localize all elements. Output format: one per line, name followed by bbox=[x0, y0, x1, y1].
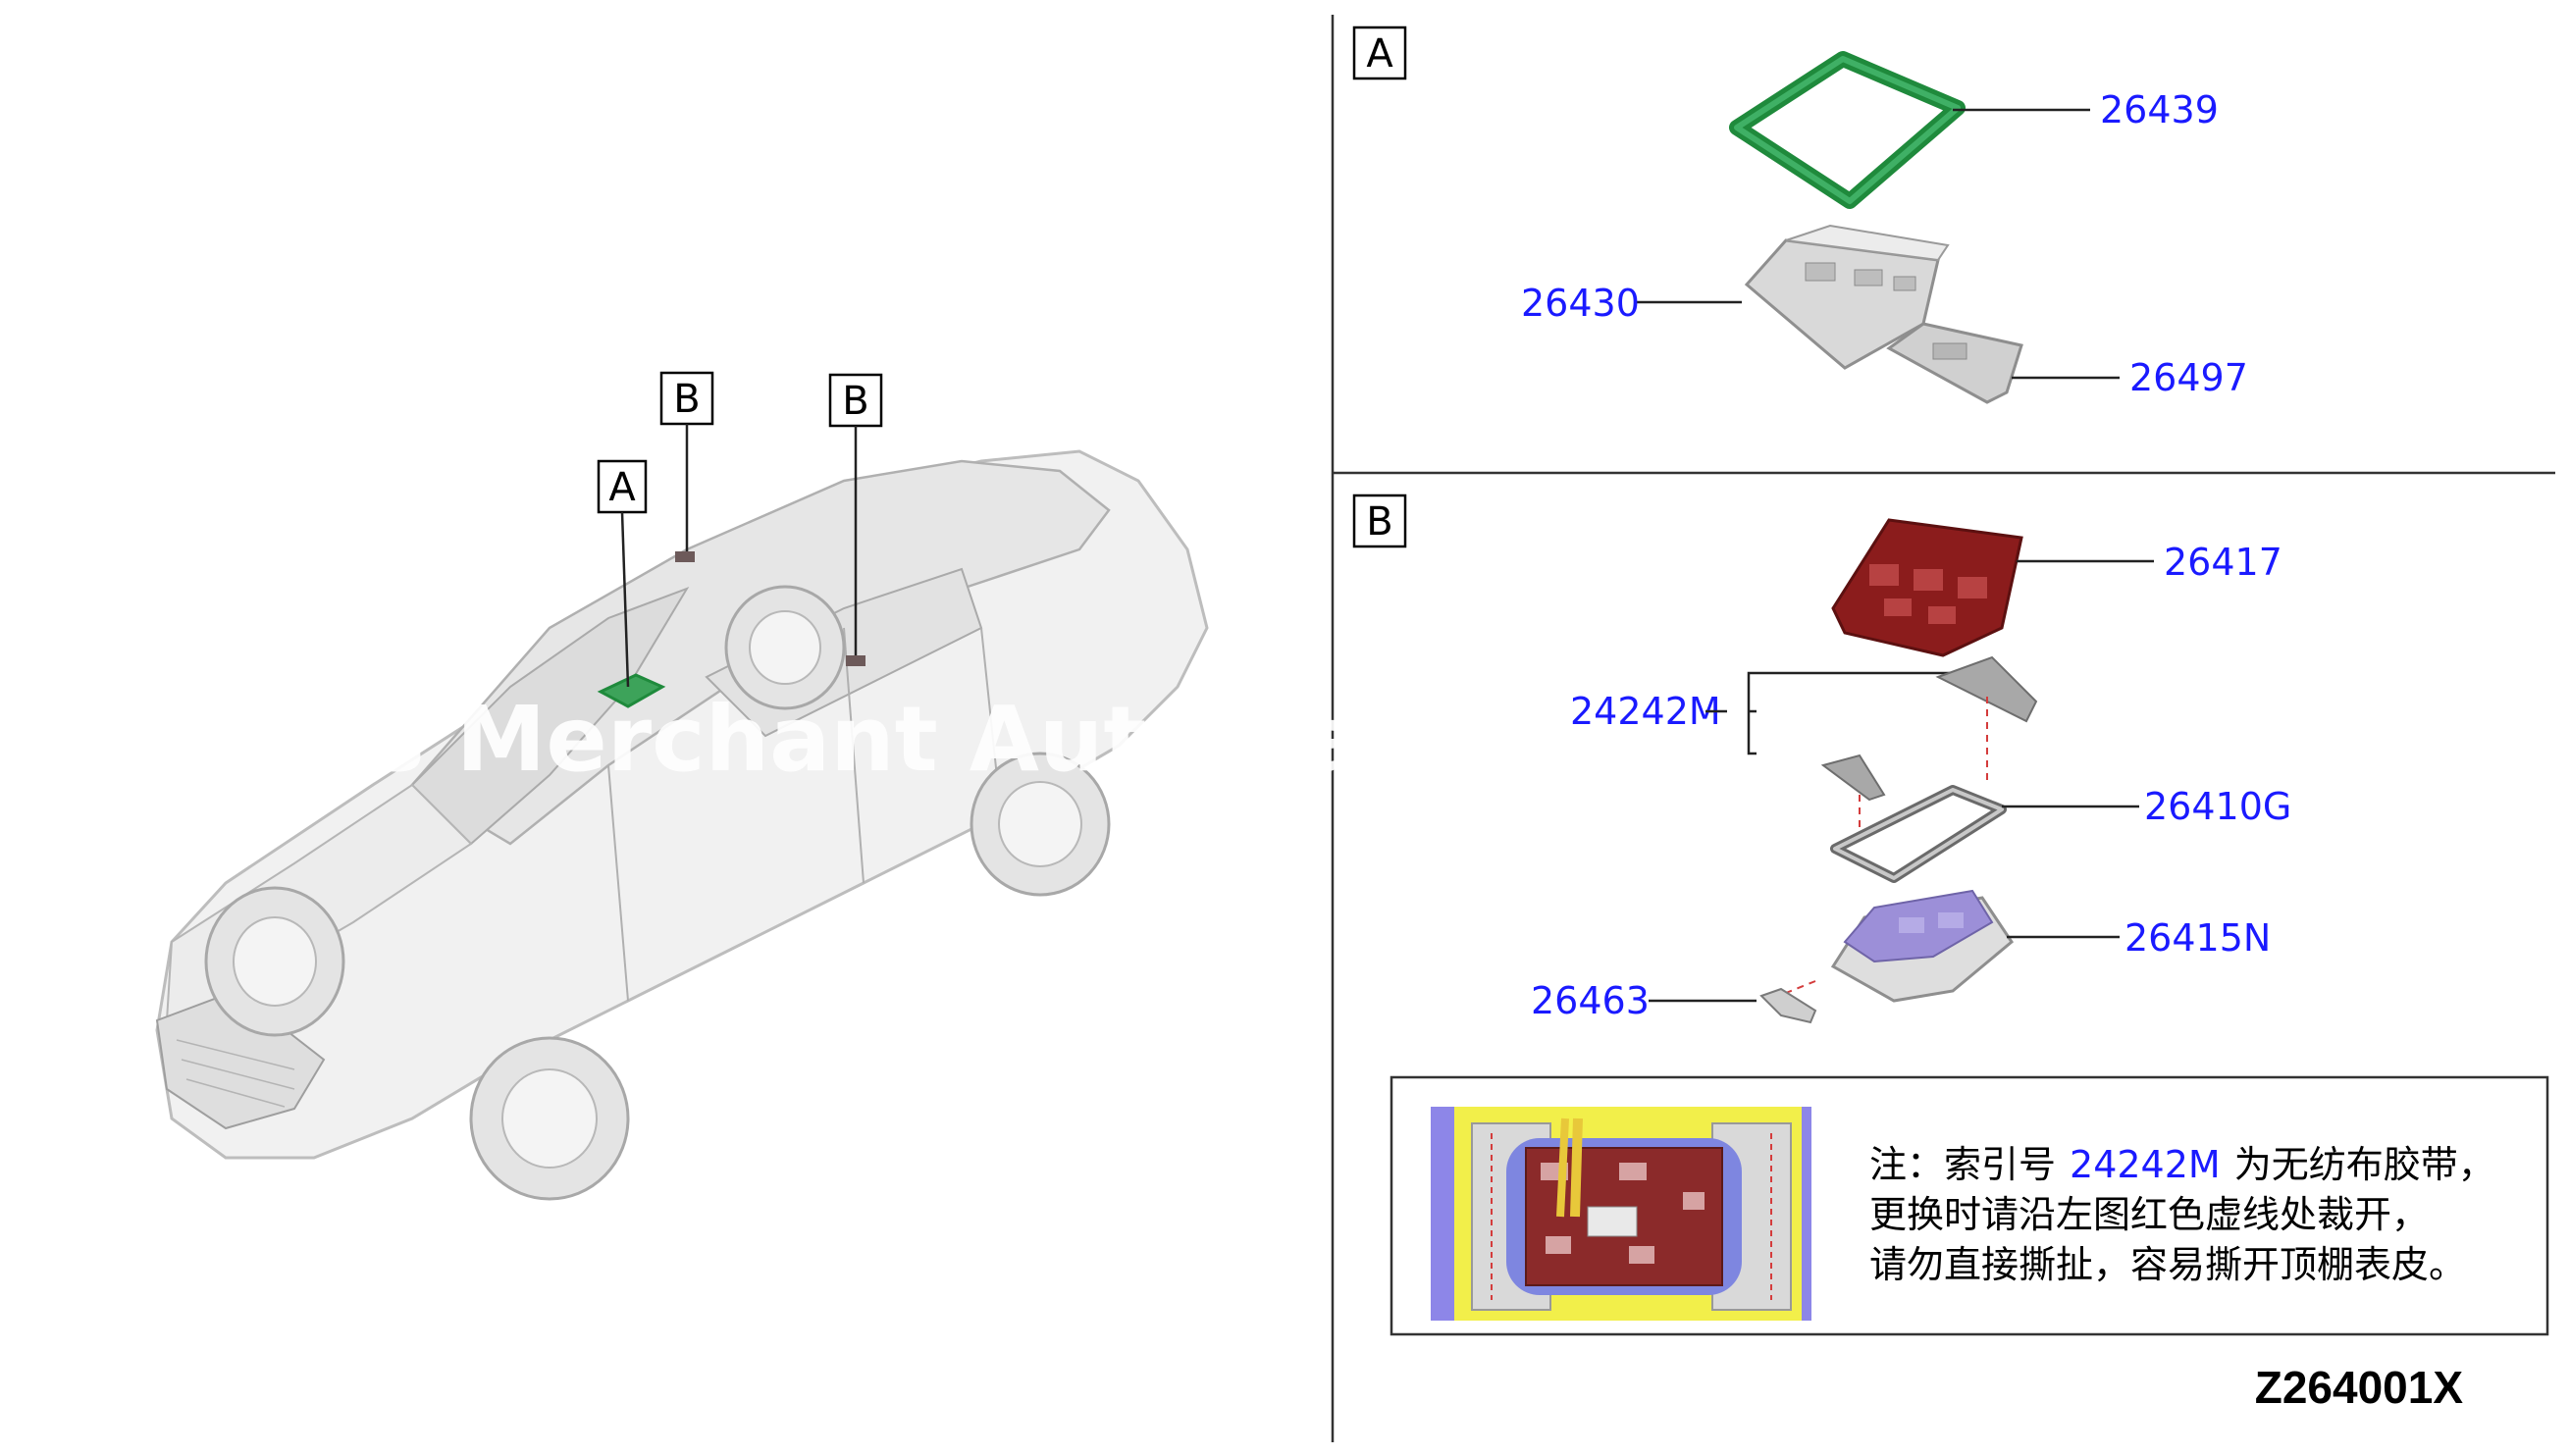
part-number-26497: 26497 bbox=[2129, 356, 2248, 399]
part-number-24242M: 24242M bbox=[1570, 690, 1721, 733]
part-number-26417: 26417 bbox=[2164, 541, 2282, 584]
overview-callout-a: A bbox=[597, 459, 648, 688]
part-number-26463: 26463 bbox=[1531, 979, 1650, 1022]
part-24242M-tape bbox=[1820, 655, 2038, 802]
svg-text:A: A bbox=[608, 465, 636, 510]
part-26497-lens bbox=[1886, 322, 2023, 404]
section-a-label-box bbox=[1352, 26, 1407, 80]
part-26439-frame bbox=[1729, 51, 1966, 209]
svg-text:B: B bbox=[673, 377, 700, 422]
note-line-2: 更换时请沿左图红色虚线处裁开， bbox=[1869, 1193, 2429, 1236]
watermark-text: s Merchant Auto Pa bbox=[371, 687, 1365, 792]
part-number-26439: 26439 bbox=[2100, 88, 2219, 131]
section-a-label: A bbox=[1366, 31, 1393, 77]
part-number-26430: 26430 bbox=[1521, 282, 1640, 325]
overview-callout-b2: B bbox=[828, 373, 883, 655]
section-b-label-box bbox=[1352, 494, 1407, 548]
car-overview-illustration bbox=[155, 449, 1209, 1201]
part-26415N-module bbox=[1830, 889, 2014, 1003]
part-26430-module bbox=[1744, 224, 1950, 370]
section-b: B 26417 24242M bbox=[1352, 494, 2291, 1024]
svg-text:B: B bbox=[842, 379, 868, 424]
part-26417-bracket bbox=[1831, 518, 2023, 657]
section-a: A 26439 26430 26497 bbox=[1352, 26, 2248, 404]
part-number-26415N: 26415N bbox=[2124, 916, 2271, 960]
note-line-3: 请勿直接撕扯，容易撕开顶棚表皮。 bbox=[1869, 1243, 2466, 1286]
diagram-code: Z264001X bbox=[2255, 1362, 2464, 1413]
note-thumbnail bbox=[1431, 1107, 1811, 1321]
part-26463-clip bbox=[1759, 987, 1817, 1024]
section-b-label: B bbox=[1366, 499, 1392, 545]
part-number-26410G: 26410G bbox=[2144, 785, 2291, 828]
part-26410G-frame bbox=[1830, 785, 2007, 883]
overview-callout-b1: B bbox=[659, 371, 714, 551]
